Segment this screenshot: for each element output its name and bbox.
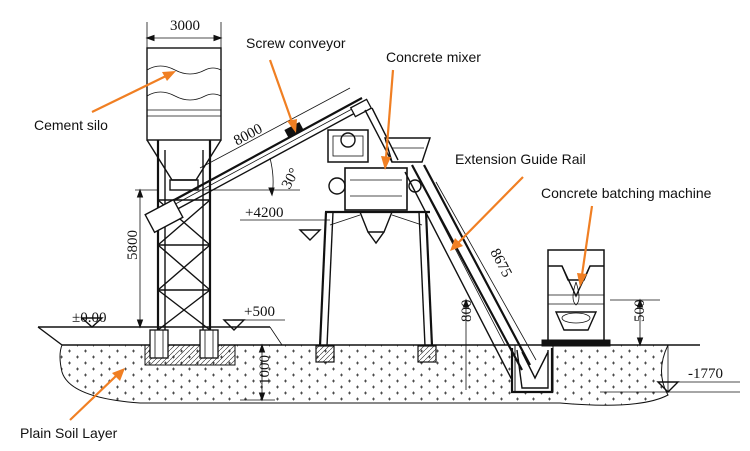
- label-screw-conveyor: Screw conveyor: [246, 35, 346, 51]
- label-concrete-batching-machine: Concrete batching machine: [541, 185, 712, 201]
- callout-arrow-concrete-mixer: [381, 69, 395, 170]
- dim-base-height: +500: [244, 304, 275, 320]
- screw-conveyor: [144, 97, 373, 234]
- silo-foundation: [144, 329, 236, 366]
- dim-discharge-height: +4200: [245, 205, 283, 221]
- mixer-drum: [344, 167, 408, 211]
- dim-conveyor-length: 8000: [231, 121, 265, 149]
- cement-silo: [146, 47, 222, 331]
- dim-conveyor-angle: 30°: [279, 166, 303, 192]
- dim-pit-depth: -1770: [688, 366, 723, 382]
- dim-batcher-height: 500: [632, 300, 648, 323]
- label-concrete-mixer: Concrete mixer: [386, 49, 481, 65]
- callout-arrow-plain-soil: [69, 368, 125, 421]
- callout-arrow-extension-guide-rail: [450, 176, 524, 251]
- callout-arrow-batching-machine: [577, 205, 594, 287]
- dim-rail-length: 8675: [486, 246, 514, 280]
- dim-silo-width: 3000: [170, 18, 200, 34]
- dim-pit-height: 800: [459, 300, 475, 323]
- concrete-batching-machine: [541, 249, 611, 347]
- extension-guide-rail: [404, 164, 554, 394]
- callout-arrows: [69, 59, 594, 421]
- label-extension-guide-rail: Extension Guide Rail: [455, 151, 586, 167]
- label-plain-soil-layer: Plain Soil Layer: [20, 425, 118, 441]
- dim-ground-level: ±0.00: [72, 310, 106, 326]
- dim-foundation-depth: 1000: [257, 355, 273, 385]
- hopper-pit: [510, 348, 554, 394]
- dim-silo-leg-height: 5800: [125, 230, 141, 260]
- silo-body: [146, 47, 222, 141]
- concrete-mixer: [315, 107, 437, 363]
- dimension-lines: [80, 22, 740, 402]
- callout-arrow-cement-silo: [91, 71, 176, 113]
- callout-arrow-screw-conveyor: [268, 59, 297, 133]
- label-cement-silo: Cement silo: [34, 117, 108, 133]
- conveyor-motor: [144, 198, 184, 234]
